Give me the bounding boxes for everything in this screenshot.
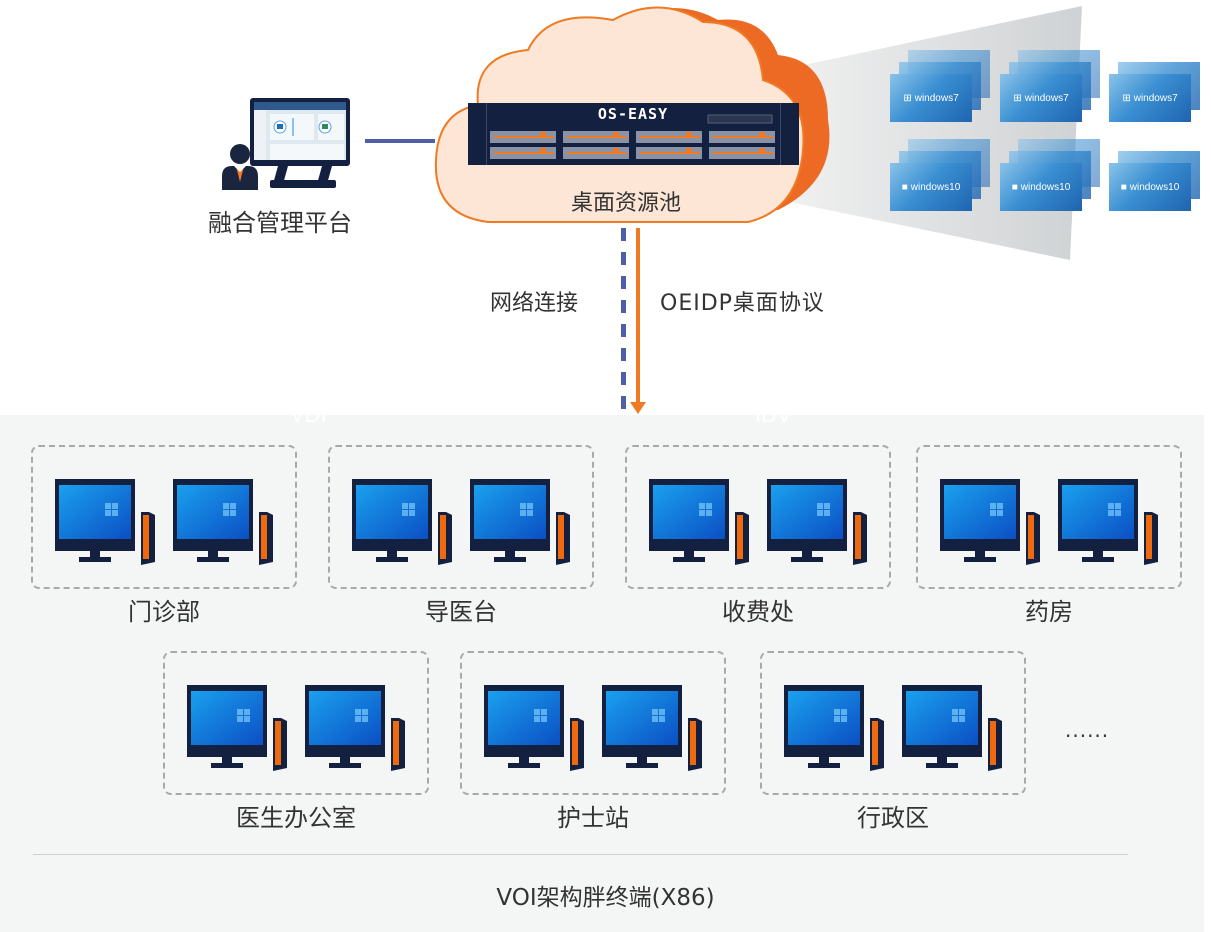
zone-label: 导医台: [425, 598, 497, 626]
zone-label: 医生办公室: [236, 804, 356, 832]
zone-label: 行政区: [857, 804, 929, 832]
vm-image-card: ■windows10: [1109, 151, 1200, 211]
zone-group: [760, 651, 1026, 795]
footer-label: VOI架构胖终端(X86): [496, 885, 715, 911]
vm-image-card: ⊞windows7: [890, 50, 990, 122]
terminal-pair-icon: [484, 685, 724, 779]
zone-label: 门诊部: [128, 598, 200, 626]
network-connection-line: [621, 228, 626, 415]
vm-image-card: ■windows10: [890, 139, 990, 211]
protocol-arrow-head-icon: [630, 402, 646, 414]
zone-label: 药房: [1025, 598, 1073, 626]
management-platform: [218, 96, 358, 196]
windows7-logo-icon: ⊞: [903, 92, 912, 104]
server-brand: OS-EASY: [597, 105, 669, 123]
zone-group: [460, 651, 726, 795]
windows7-logo-icon: ⊞: [1122, 92, 1131, 104]
zone-group: [328, 445, 594, 589]
windows10-logo-icon: ■: [1120, 181, 1127, 193]
zone-group: [916, 445, 1182, 589]
protocol-arrow-line: [636, 228, 640, 403]
server-drives-icon: [486, 103, 781, 165]
terminal-pair-icon: [187, 685, 427, 779]
zone-group: [163, 651, 429, 795]
windows10-logo-icon: ■: [901, 181, 908, 193]
server-rack: OS-EASY: [468, 103, 799, 165]
vdi-faint-label: VDI: [290, 402, 327, 427]
footer-divider: [33, 854, 1128, 855]
terminal-pair-icon: [649, 479, 889, 573]
windows7-logo-icon: ⊞: [1013, 92, 1022, 104]
network-connection-label: 网络连接: [490, 291, 579, 316]
vm-image-card: ■windows10: [1000, 139, 1100, 211]
zone-label: 护士站: [557, 804, 629, 832]
management-link-line: [365, 139, 435, 143]
vm-image-card: ⊞windows7: [1109, 62, 1200, 122]
terminal-pair-icon: [784, 685, 1024, 779]
admin-monitor-icon: [222, 98, 350, 190]
management-platform-label: 融合管理平台: [208, 209, 352, 237]
windows10-logo-icon: ■: [1011, 181, 1018, 193]
zone-group: [31, 445, 297, 589]
vm-image-card: ⊞windows7: [1000, 50, 1100, 122]
terminal-pair-icon: [55, 479, 295, 573]
idv-faint-label: IDV: [755, 402, 792, 427]
zone-label: 收费处: [722, 598, 794, 626]
more-ellipsis: ......: [1065, 718, 1110, 742]
cloud-label: 桌面资源池: [571, 191, 682, 216]
terminal-pair-icon: [352, 479, 592, 573]
protocol-label: OEIDP桌面协议: [660, 291, 825, 316]
zone-group: [625, 445, 891, 589]
terminal-pair-icon: [940, 479, 1180, 573]
